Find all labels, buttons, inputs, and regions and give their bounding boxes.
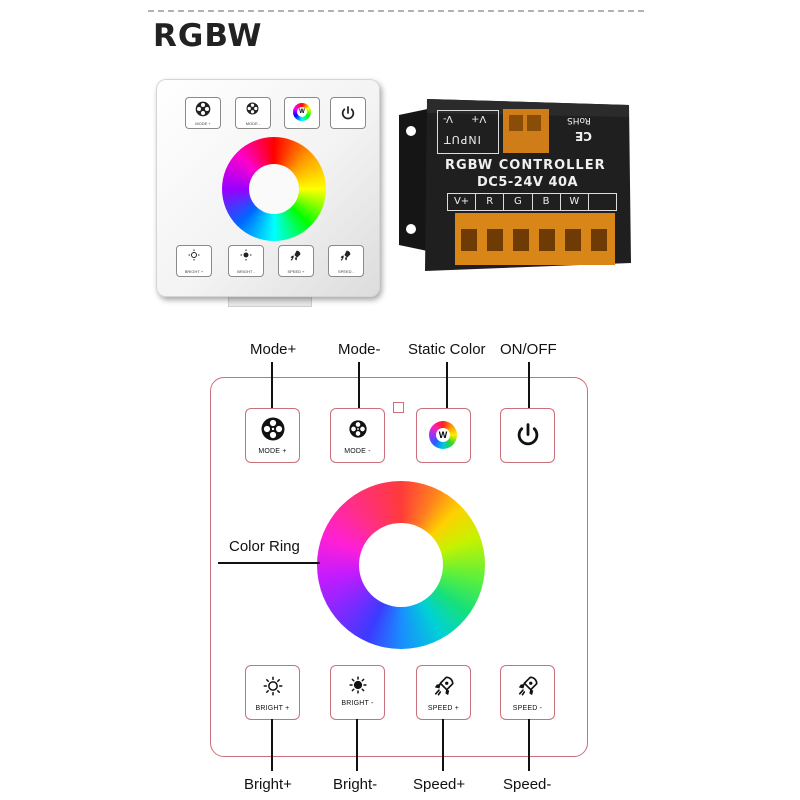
- callout-bright-minus: Bright-: [333, 776, 378, 793]
- film-reel-icon: [246, 102, 259, 115]
- photo-button-label: SPEED -: [337, 269, 354, 274]
- rocket-icon: [290, 250, 301, 261]
- static-color-glyph: W: [436, 428, 450, 442]
- photo-static-color-button: W: [284, 97, 320, 129]
- speed-minus-label: SPEED -: [512, 705, 543, 712]
- callout-static-color: Static Color: [408, 341, 486, 358]
- input-terminal-v-plus: V+: [471, 113, 487, 124]
- photo-button-label: MODE +: [195, 121, 211, 126]
- callout-on-off: ON/OFF: [500, 341, 557, 358]
- mode-plus-label: MODE +: [258, 448, 287, 455]
- photo-bright-plus-button: BRIGHT +: [176, 245, 212, 277]
- bright-plus-label: BRIGHT +: [255, 705, 290, 712]
- output-terminal-w: W: [561, 194, 589, 210]
- on-off-button[interactable]: [500, 408, 555, 463]
- sun-outline-icon: [263, 676, 282, 696]
- power-icon: [517, 423, 538, 446]
- static-color-button[interactable]: W: [416, 408, 471, 463]
- input-label: INPUT: [443, 133, 481, 146]
- callout-speed-minus: Speed-: [503, 776, 552, 793]
- indicator-square: [393, 402, 404, 413]
- page-title: RGBW: [153, 18, 263, 54]
- mode-minus-label: MODE -: [344, 448, 371, 455]
- output-terminal-b: B: [533, 194, 561, 210]
- photo-bright-minus-button: BRIGHT -: [228, 245, 264, 277]
- photo-mode-minus-button: MODE -: [235, 97, 271, 129]
- leader-line-static-color: [446, 362, 448, 408]
- photo-speed-plus-button: SPEED +: [278, 245, 314, 277]
- header-divider: [148, 10, 644, 12]
- rocket-icon: [340, 250, 351, 261]
- photo-button-label: BRIGHT +: [184, 269, 204, 274]
- leader-line-color-ring: [218, 562, 320, 564]
- leader-line-speed-plus: [442, 719, 444, 771]
- output-terminal-strip: V+ R G B W: [447, 193, 617, 211]
- photo-button-label: BRIGHT -: [237, 269, 255, 274]
- film-reel-icon: [348, 420, 367, 438]
- mode-minus-button[interactable]: MODE -: [330, 408, 385, 463]
- output-terminal-r: R: [476, 194, 505, 210]
- ce-mark: CE: [575, 129, 593, 143]
- photo-button-label: SPEED +: [287, 269, 305, 274]
- output-terminal-v-plus: V+: [448, 194, 477, 210]
- speed-plus-button[interactable]: SPEED +: [416, 665, 471, 720]
- speed-minus-button[interactable]: SPEED -: [500, 665, 555, 720]
- photo-power-button: [330, 97, 366, 129]
- callout-speed-plus: Speed+: [413, 776, 466, 793]
- sun-filled-icon: [348, 676, 367, 694]
- photo-mode-plus-button: MODE +: [185, 97, 221, 129]
- speed-plus-label: SPEED +: [427, 705, 460, 712]
- static-color-glyph: W: [297, 107, 307, 117]
- film-reel-icon: [261, 417, 284, 441]
- callout-mode-minus: Mode-: [338, 341, 381, 358]
- leader-line-mode-minus: [358, 362, 360, 408]
- power-icon: [341, 106, 355, 120]
- bright-minus-label: BRIGHT -: [341, 700, 374, 707]
- photo-button-label: MODE -: [245, 121, 261, 126]
- sun-outline-icon: [188, 249, 200, 261]
- film-reel-icon: [195, 101, 211, 117]
- controller-spec: DC5-24V 40A: [477, 175, 579, 190]
- leader-line-mode-plus: [271, 362, 273, 408]
- photo-speed-minus-button: SPEED -: [328, 245, 364, 277]
- leader-line-speed-minus: [528, 719, 530, 771]
- controller-photo: V- V+ INPUT RoHS CE RGBW CONTROLLER DC5-…: [397, 95, 633, 273]
- leader-line-bright-minus: [356, 719, 358, 771]
- leader-line-on-off: [528, 362, 530, 408]
- output-terminal-g: G: [504, 194, 533, 210]
- sun-filled-icon: [240, 249, 252, 261]
- output-terminal-blank: [589, 194, 616, 210]
- input-terminal-v-minus: V-: [443, 113, 453, 124]
- rocket-icon: [518, 676, 538, 696]
- rocket-icon: [434, 676, 454, 696]
- color-ring-center: [359, 523, 443, 607]
- rohs-label: RoHS: [567, 115, 591, 125]
- photo-color-ring-center: [249, 164, 299, 214]
- bright-minus-button[interactable]: BRIGHT -: [330, 665, 385, 720]
- leader-line-bright-plus: [271, 719, 273, 771]
- callout-mode-plus: Mode+: [250, 341, 297, 358]
- mode-plus-button[interactable]: MODE +: [245, 408, 300, 463]
- controller-title: RGBW CONTROLLER: [445, 158, 606, 173]
- input-terminal-box: [437, 110, 499, 154]
- bright-plus-button[interactable]: BRIGHT +: [245, 665, 300, 720]
- callout-color-ring: Color Ring: [229, 538, 300, 555]
- callout-bright-plus: Bright+: [244, 776, 292, 793]
- controller-housing: [399, 99, 631, 271]
- panel-diagram-outline: [210, 377, 588, 757]
